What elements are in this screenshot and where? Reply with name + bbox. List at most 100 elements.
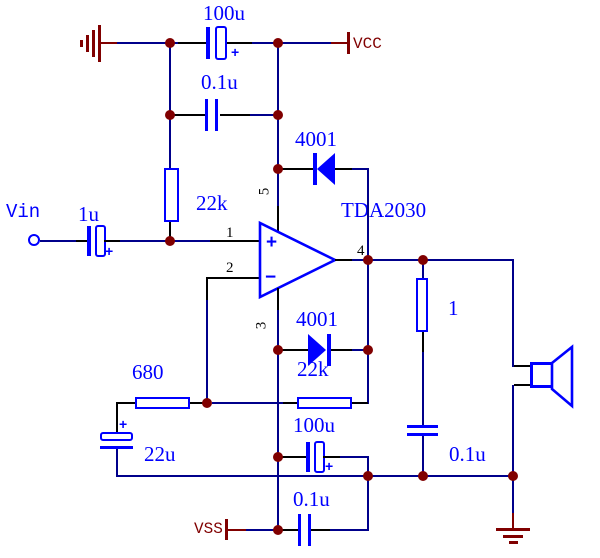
- resistor-r3-680: [135, 397, 190, 409]
- capacitor-plate: [205, 99, 208, 131]
- pin-5-label: 5: [256, 187, 273, 196]
- pin-1-label: 1: [226, 225, 234, 241]
- wire-segment: [280, 349, 308, 351]
- wire-segment: [352, 402, 368, 404]
- capacitor-plate: [206, 27, 210, 59]
- wire-segment: [512, 476, 514, 513]
- capacitor-plate: [306, 442, 310, 472]
- wire-segment: [283, 402, 297, 404]
- wire-segment: [331, 349, 352, 351]
- ground-bar: [503, 535, 523, 538]
- wire-segment: [228, 529, 246, 531]
- wire-segment: [277, 310, 279, 531]
- junction-dot: [273, 525, 283, 535]
- wire-segment: [331, 42, 347, 44]
- vcc-terminal-bar: [347, 32, 350, 54]
- opamp-plus-input: +: [266, 232, 278, 253]
- junction-dot: [363, 471, 373, 481]
- wire-segment: [116, 475, 514, 477]
- diode-cathode-bar: [313, 153, 317, 185]
- capacitor-c1-value: 100u: [203, 1, 245, 25]
- wire-segment: [277, 42, 279, 170]
- junction-dot: [273, 110, 283, 120]
- ground-bar: [80, 40, 83, 47]
- wire-segment: [76, 240, 88, 242]
- wire-segment: [277, 206, 279, 232]
- polarity-plus: +: [119, 416, 128, 432]
- opamp-symbol: [258, 220, 338, 300]
- wire-segment: [206, 300, 208, 404]
- wire-segment: [116, 402, 118, 433]
- wire-segment: [172, 114, 205, 116]
- junction-dot: [165, 236, 175, 246]
- capacitor-plate: [407, 425, 438, 428]
- wire-segment: [280, 456, 306, 458]
- junction-dot: [273, 164, 283, 174]
- wire-segment: [367, 456, 369, 531]
- wire-segment: [367, 169, 369, 404]
- junction-dot: [273, 38, 283, 48]
- wire-segment: [169, 42, 171, 168]
- junction-dot: [273, 345, 283, 355]
- wire-segment: [277, 170, 279, 206]
- junction-dot: [508, 471, 518, 481]
- wire-segment: [250, 114, 279, 116]
- wire-segment: [335, 259, 352, 261]
- wire-segment: [104, 240, 120, 242]
- wire-segment: [190, 402, 207, 404]
- junction-dot: [363, 345, 373, 355]
- capacitor-cin-value: 1u: [78, 202, 99, 226]
- wire-segment: [220, 114, 250, 116]
- wire-segment: [206, 277, 208, 300]
- wire-segment: [422, 352, 424, 426]
- wire-segment: [40, 240, 76, 242]
- ground-bar: [496, 528, 530, 531]
- resistor-r4-value: 1: [448, 296, 459, 320]
- wire-segment: [422, 260, 424, 278]
- wire-segment: [514, 365, 530, 367]
- wire-segment: [277, 288, 279, 310]
- wire-segment: [280, 529, 298, 531]
- wire-segment: [340, 456, 368, 458]
- junction-dot: [202, 398, 212, 408]
- vin-terminal: [28, 234, 40, 246]
- junction-dot: [165, 110, 175, 120]
- polarity-plus: +: [231, 44, 240, 60]
- wire-segment: [352, 168, 369, 170]
- diode-triangle: [317, 153, 335, 185]
- ground-bar: [509, 541, 518, 544]
- opamp-minus-input: −: [265, 267, 277, 288]
- wire-segment: [335, 168, 352, 170]
- resistor-r4-1: [416, 278, 428, 332]
- capacitor-plate: [407, 433, 438, 436]
- capacitor-plate: [87, 226, 91, 256]
- vcc-label: VCC: [353, 35, 382, 53]
- wire-segment: [352, 349, 368, 351]
- wire-segment: [422, 436, 424, 476]
- capacitor-plus-plate: [215, 26, 227, 60]
- wire-segment: [117, 42, 178, 44]
- wire-segment: [514, 384, 530, 386]
- junction-dot: [418, 471, 428, 481]
- opamp-part-number: TDA2030: [341, 198, 427, 222]
- capacitor-plate: [308, 514, 311, 546]
- wire-segment: [116, 449, 118, 477]
- wire-segment: [512, 513, 514, 529]
- diode-d1-value: 4001: [295, 127, 337, 151]
- wire-segment: [212, 402, 283, 404]
- capacitor-c6-value: 0.1u: [449, 442, 486, 466]
- pin-4-label: 4: [357, 243, 365, 259]
- wire-segment: [330, 529, 368, 531]
- diode-triangle: [308, 334, 326, 366]
- vss-terminal-bar: [225, 519, 228, 540]
- capacitor-plate: [215, 99, 218, 131]
- wire-segment: [352, 259, 513, 261]
- wire-segment: [210, 240, 260, 242]
- pin-2-label: 2: [226, 260, 234, 276]
- wire-segment: [512, 259, 514, 367]
- resistor-r2-22k: [297, 397, 352, 409]
- diode-d2-value: 4001: [296, 307, 338, 331]
- resistor-r1-value: 22k: [196, 191, 228, 215]
- wire-segment: [172, 240, 210, 242]
